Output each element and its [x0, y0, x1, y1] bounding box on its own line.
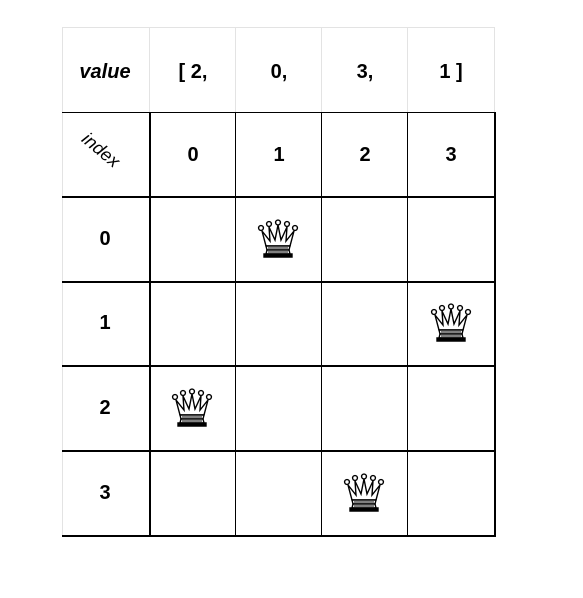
- grid-line: [62, 112, 495, 113]
- sheet-gridline: [62, 112, 63, 535]
- sheet-gridline: [62, 27, 494, 28]
- grid-line: [62, 450, 495, 452]
- grid-line: [235, 112, 236, 537]
- value-token-2: 3,: [356, 61, 374, 83]
- value-token-0: [ 2,: [178, 61, 208, 83]
- value-label: value: [79, 61, 131, 83]
- queen-crown-icon: [170, 387, 214, 428]
- sheet-gridline: [494, 27, 495, 112]
- grid-line: [62, 365, 495, 367]
- value-token-1: 0,: [270, 61, 288, 83]
- grid-line: [407, 112, 408, 537]
- sheet-gridline: [321, 27, 322, 112]
- grid-line: [62, 535, 495, 537]
- row-header-0: 0: [99, 228, 111, 250]
- value-token-3: 1 ]: [439, 61, 463, 83]
- column-header-2: 2: [359, 144, 371, 166]
- index-label: index: [78, 128, 124, 172]
- sheet-gridline: [235, 27, 236, 112]
- queen-crown-icon: [342, 472, 386, 513]
- column-header-3: 3: [445, 144, 457, 166]
- grid-line: [62, 196, 495, 198]
- sheet-gridline: [407, 27, 408, 112]
- row-header-3: 3: [99, 482, 111, 504]
- sheet-gridline: [62, 27, 63, 112]
- row-header-2: 2: [99, 397, 111, 419]
- grid-line: [62, 281, 495, 283]
- grid-line: [149, 112, 151, 537]
- grid-line: [321, 112, 322, 537]
- queen-crown-icon: [429, 303, 473, 343]
- grid-line: [494, 112, 496, 537]
- column-header-1: 1: [273, 144, 285, 166]
- sheet-gridline: [149, 27, 150, 112]
- column-header-0: 0: [187, 144, 199, 166]
- queen-crown-icon: [256, 218, 300, 259]
- row-header-1: 1: [99, 312, 111, 334]
